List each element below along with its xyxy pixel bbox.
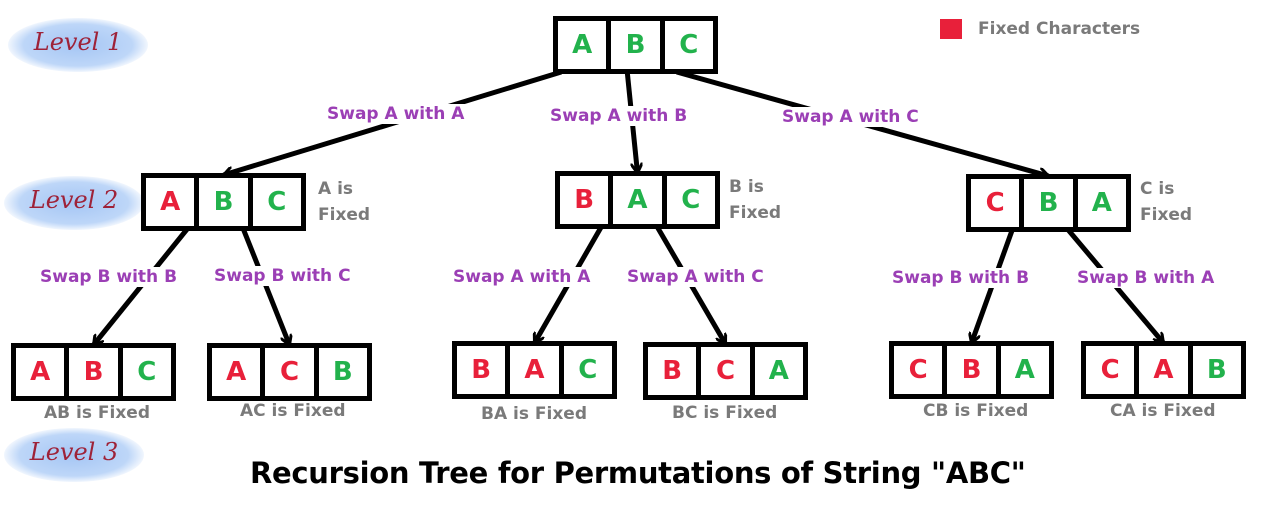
note-line: Fixed [318,205,371,225]
level-1-marker: Level 1 [8,18,148,72]
char-cell-c: C [117,348,171,396]
note-line: C is [1140,179,1175,199]
note-line: A is [318,179,354,199]
legend-swatch-fixed [940,19,962,39]
highlight-blob [8,18,148,72]
edge-label-swap-b-a: Swap B with A [1075,268,1217,288]
highlight-blob [4,428,144,482]
char-cell-a-fixed: A [30,357,51,387]
note-b-fixed: B is Fixed [729,174,781,226]
diagram-title: Recursion Tree for Permutations of Strin… [250,456,1026,490]
char-cell-c: C [247,178,301,226]
char-cell-c-fixed: C [1100,355,1120,385]
note-line: Fixed [729,203,782,223]
note-ab-fixed: AB is Fixed [44,403,151,423]
edge-label-swap-b-c: Swap B with C [212,266,353,286]
edge-label-swap-a-b: Swap A with B [548,106,690,126]
char-cell-b-fixed: B [942,346,995,394]
legend-label: Fixed Characters [978,19,1141,39]
edge-label-swap-b-b: Swap B with B [38,267,180,287]
note-c-fixed: C is Fixed [1140,176,1192,228]
char-cell-a: A [995,346,1049,394]
note-cb-fixed: CB is Fixed [923,401,1029,421]
edge-label-swap-b-b: Swap B with B [890,268,1032,288]
legend: Fixed Characters [940,19,1140,39]
char-cell-b-fixed: B [574,185,595,215]
edge-label-swap-a-a: Swap A with A [451,267,593,287]
char-cell-a-fixed: A [160,187,181,217]
char-cell-c-fixed: C [985,188,1005,218]
char-cell-b: B [606,21,659,69]
char-cell-a-fixed: A [1134,346,1187,394]
char-cell-c: C [661,176,715,224]
note-line: B is [729,177,764,197]
edge-arrow-l2_a-to-l3_ab [91,227,190,345]
char-cell-b-fixed: B [662,356,683,386]
note-bc-fixed: BC is Fixed [672,403,778,423]
char-cell-c: C [659,21,713,69]
char-cell-a: A [749,347,803,395]
char-cell-b-fixed: B [471,355,492,385]
char-cell-b: B [1187,346,1241,394]
char-cell-c: C [558,346,612,394]
edge-arrow-l2_a-to-l3_ac [240,228,289,345]
highlight-blob [4,176,144,230]
char-cell-a: A [572,30,593,60]
note-a-fixed: A is Fixed [318,176,370,228]
note-ac-fixed: AC is Fixed [240,401,346,421]
edge-label-swap-a-c: Swap A with C [625,267,766,287]
edge-label-swap-a-c: Swap A with C [780,107,921,127]
char-cell-b: B [194,178,247,226]
char-cell-b: B [313,348,367,396]
char-cell-b: B [1019,179,1072,227]
char-cell-a-fixed: A [226,357,247,387]
note-ca-fixed: CA is Fixed [1110,401,1216,421]
char-cell-a: A [1072,179,1126,227]
note-ba-fixed: BA is Fixed [481,404,588,424]
char-cell-c-fixed: C [908,355,928,385]
edge-label-swap-a-a: Swap A with A [325,104,467,124]
note-line: Fixed [1140,205,1193,225]
char-cell-a-fixed: A [505,346,558,394]
char-cell-b-fixed: B [64,348,117,396]
level-2-marker: Level 2 [4,176,144,230]
level-label: Level 3 [29,438,119,466]
level-3-marker: Level 3 [4,428,144,482]
level-label: Level 2 [29,186,119,214]
level-label: Level 1 [33,28,123,56]
char-cell-a: A [608,176,661,224]
char-cell-c-fixed: C [696,347,749,395]
char-cell-c-fixed: C [260,348,313,396]
